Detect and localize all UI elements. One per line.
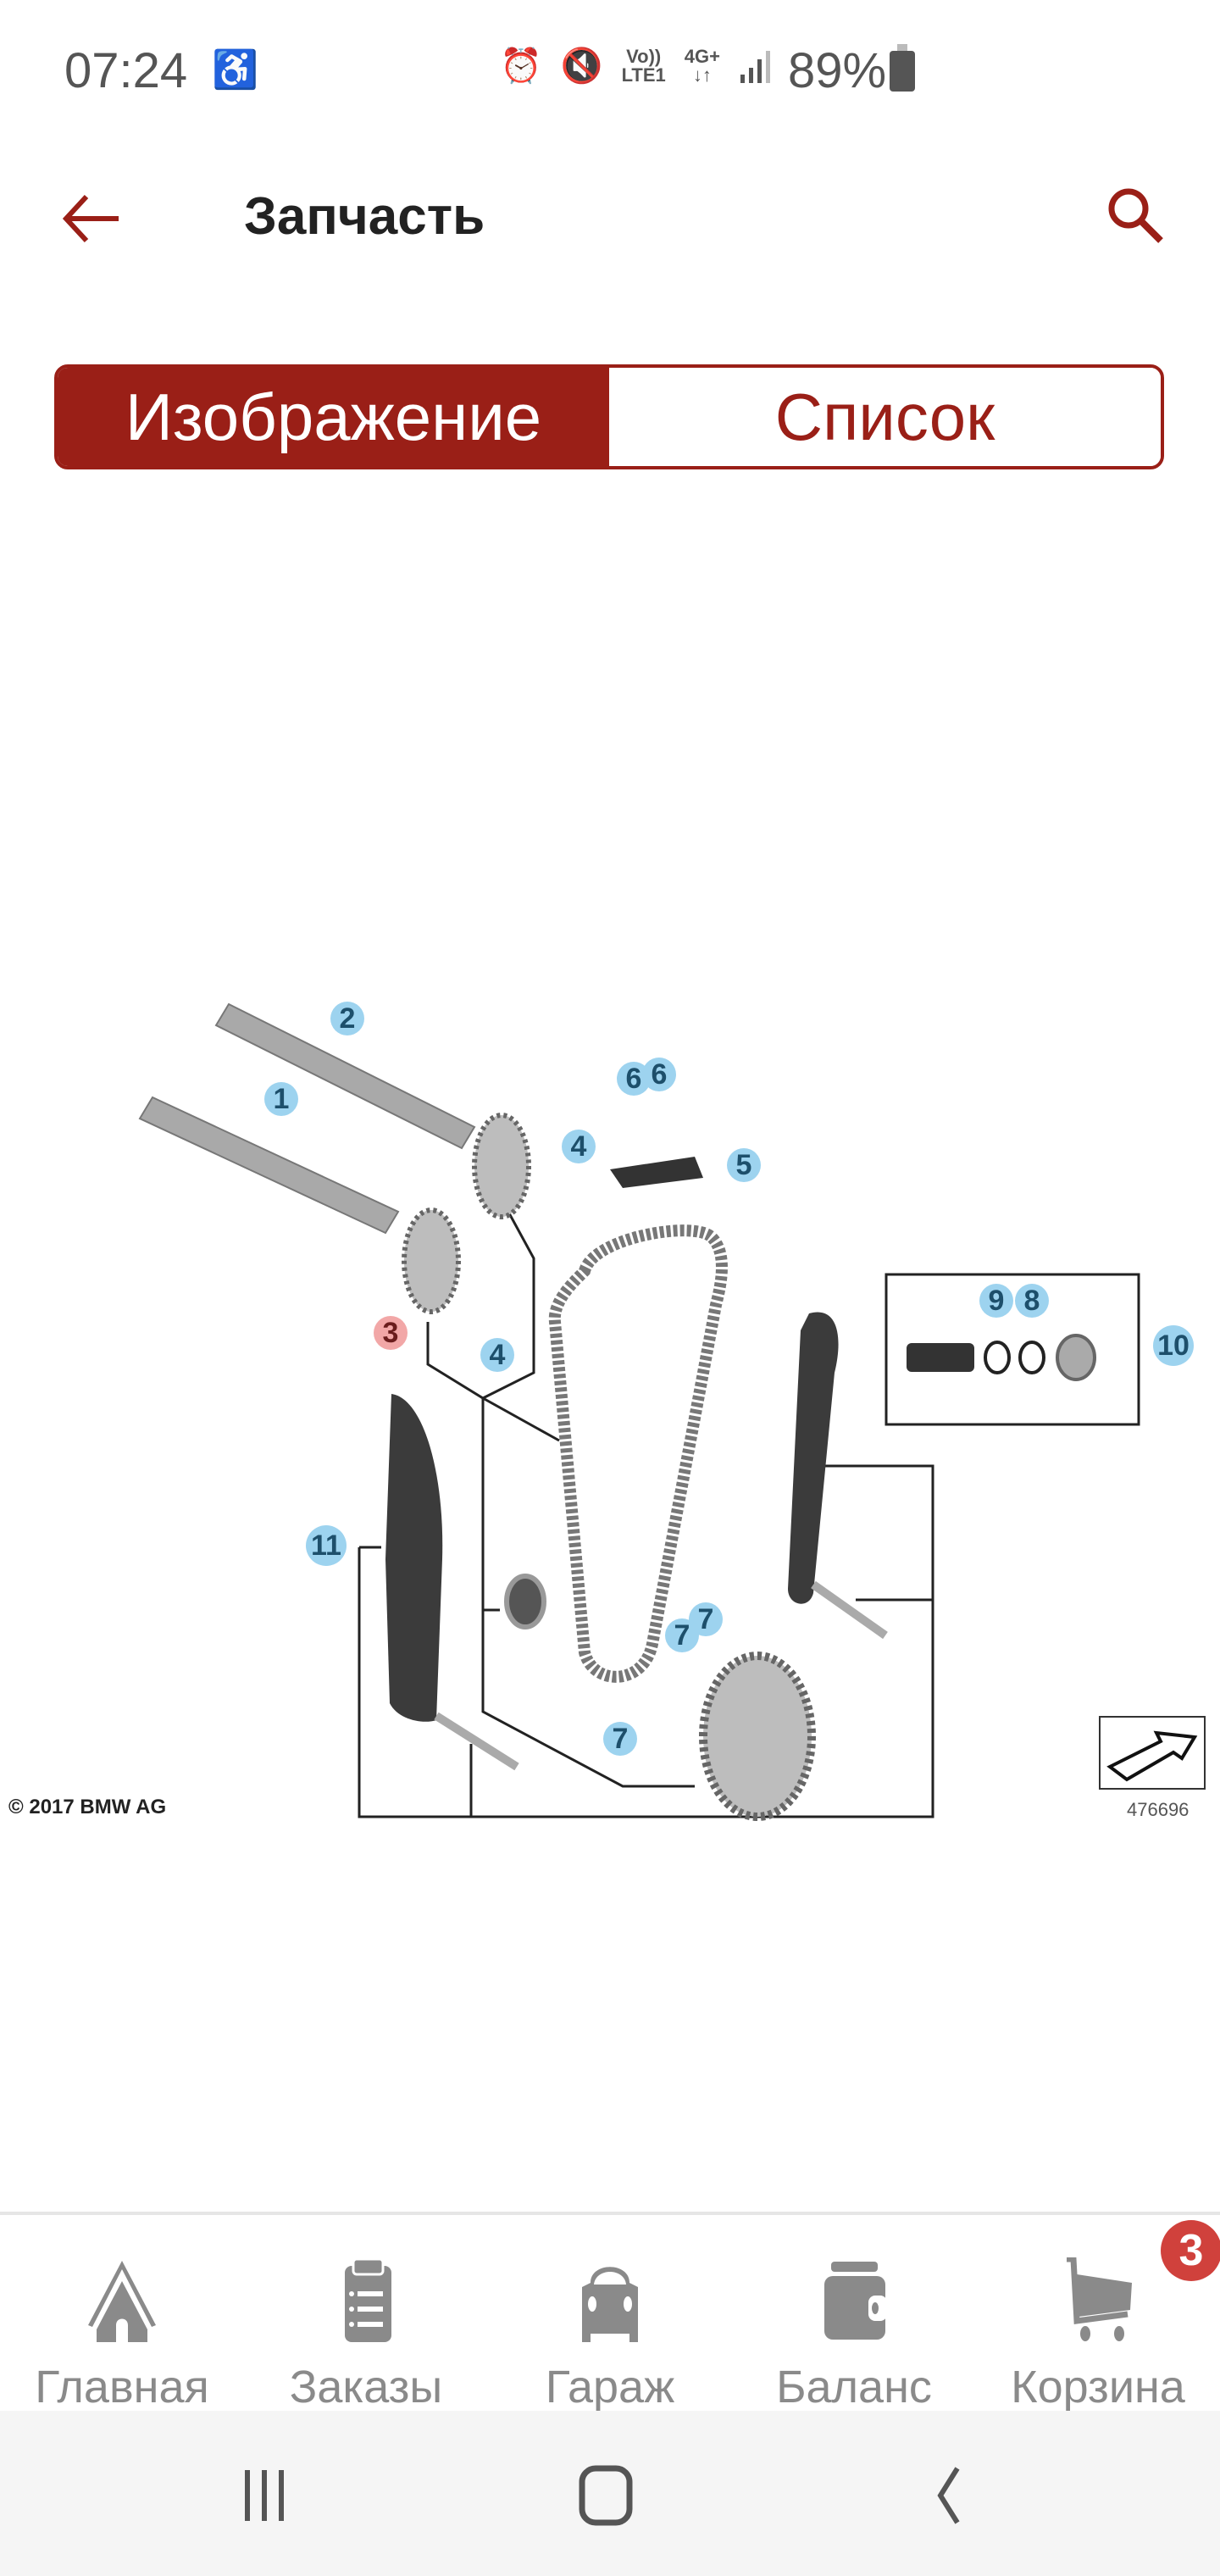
svg-text:8: 8: [1024, 1285, 1040, 1317]
recent-apps-icon[interactable]: [230, 2462, 298, 2529]
battery-percent: 89%: [788, 43, 887, 98]
lte-label: LTE1: [621, 64, 666, 86]
nav-garage-label: Гараж: [545, 2362, 675, 2412]
tensioner-rail: [788, 1312, 839, 1604]
nav-cart[interactable]: Корзина 3: [976, 2215, 1220, 2414]
nav-balance-label: Баланс: [776, 2362, 932, 2412]
tensioner-plug: [1056, 1334, 1096, 1381]
guide-rail-11: [385, 1394, 443, 1722]
parts-diagram[interactable]: 1 2 3 4 4 5 6 6 7 7 7 8 9 10 11 © 2017 B…: [0, 966, 1220, 1839]
svg-text:7: 7: [698, 1603, 714, 1635]
callout-3[interactable]: 3: [374, 1316, 408, 1350]
callout-8[interactable]: 8: [1015, 1284, 1049, 1318]
back-arrow-icon[interactable]: [59, 185, 127, 253]
network-label: 4G+: [684, 45, 720, 67]
idler-pulley: [504, 1574, 546, 1629]
mute-icon: 🔇: [560, 47, 603, 85]
callout-7[interactable]: 7: [665, 1618, 699, 1652]
callout-10[interactable]: 10: [1153, 1325, 1194, 1366]
o-ring-8: [1018, 1341, 1045, 1374]
svg-text:7: 7: [613, 1723, 629, 1755]
status-icons: ⏰ 🔇 Vo))LTE1 4G+↓↑: [500, 46, 773, 86]
callout-7[interactable]: 7: [603, 1722, 637, 1756]
search-icon[interactable]: [1101, 181, 1169, 249]
tensioner-piston: [907, 1343, 974, 1372]
crank-sprocket: [699, 1652, 816, 1821]
bottom-nav: Главная Заказы Гараж Баланс Корзина 3: [0, 2212, 1220, 2414]
o-ring-9: [984, 1341, 1011, 1374]
svg-text:4: 4: [571, 1130, 587, 1163]
guide-pin-left: [434, 1712, 519, 1771]
status-bar: 07:24 ♿ ⏰ 🔇 Vo))LTE1 4G+↓↑ 89%: [0, 0, 1220, 144]
timing-chain: [548, 1224, 728, 1683]
tab-image[interactable]: Изображение: [58, 368, 609, 466]
home-button-icon[interactable]: [572, 2462, 640, 2529]
guide-pin-right: [811, 1580, 888, 1640]
view-toggle: Изображение Список: [54, 364, 1164, 469]
tab-list[interactable]: Список: [609, 368, 1161, 466]
svg-text:1: 1: [274, 1083, 290, 1115]
car-icon: [582, 2267, 638, 2342]
callout-7[interactable]: 7: [689, 1602, 723, 1636]
alarm-icon: ⏰: [500, 47, 542, 85]
camshaft-2: [214, 1002, 476, 1150]
callout-4[interactable]: 4: [562, 1130, 596, 1163]
callout-2[interactable]: 2: [330, 1002, 364, 1035]
wallet-icon: [824, 2262, 887, 2340]
nav-orders-label: Заказы: [289, 2362, 443, 2412]
callout-5[interactable]: 5: [727, 1148, 761, 1182]
callout-6[interactable]: 6: [642, 1058, 676, 1091]
svg-text:7: 7: [674, 1619, 690, 1652]
battery-icon: [890, 43, 916, 92]
svg-text:11: 11: [311, 1530, 341, 1562]
cam-sprocket-upper: [472, 1113, 531, 1219]
svg-text:5: 5: [736, 1149, 752, 1181]
cart-count-badge: 3: [1161, 2220, 1220, 2281]
volte-label: Vo)): [626, 45, 662, 67]
svg-text:10: 10: [1157, 1330, 1190, 1362]
callout-4[interactable]: 4: [480, 1338, 514, 1372]
leader-lines: [358, 1211, 1140, 1818]
orientation-arrow-icon: [1099, 1716, 1206, 1790]
home-icon: [88, 2261, 156, 2342]
image-number: 476696: [1127, 1799, 1189, 1820]
copyright-text: © 2017 BMW AG: [8, 1796, 166, 1818]
system-nav-bar: [0, 2411, 1220, 2576]
nav-balance[interactable]: Баланс: [732, 2215, 976, 2414]
callout-9[interactable]: 9: [979, 1284, 1013, 1318]
cam-sprocket-lower: [402, 1208, 461, 1314]
nav-cart-label: Корзина: [1011, 2362, 1185, 2412]
nav-home-label: Главная: [35, 2362, 209, 2412]
page-title: Запчасть: [244, 187, 485, 246]
nav-home[interactable]: Главная: [0, 2215, 244, 2414]
svg-text:9: 9: [989, 1285, 1005, 1317]
back-button-icon[interactable]: [915, 2462, 983, 2529]
nav-garage[interactable]: Гараж: [488, 2215, 732, 2414]
data-arrows-icon: ↓↑: [692, 64, 712, 86]
callout-6[interactable]: 6: [617, 1062, 651, 1096]
svg-text:4: 4: [490, 1339, 506, 1371]
svg-text:6: 6: [652, 1058, 668, 1091]
camshaft-1: [138, 1096, 400, 1235]
svg-text:6: 6: [626, 1063, 642, 1095]
chain-guide-5: [610, 1157, 703, 1188]
nav-orders[interactable]: Заказы: [244, 2215, 488, 2414]
status-time: 07:24: [64, 43, 188, 98]
cart-icon: [1067, 2257, 1132, 2341]
svg-text:2: 2: [340, 1002, 356, 1035]
callout-1[interactable]: 1: [264, 1082, 298, 1116]
app-bar: Запчасть: [0, 161, 1220, 271]
svg-text:3: 3: [383, 1317, 399, 1349]
clipboard-icon: [345, 2257, 391, 2342]
accessibility-icon: ♿: [212, 49, 258, 91]
callout-11[interactable]: 11: [306, 1525, 347, 1566]
signal-icon: [740, 50, 770, 83]
